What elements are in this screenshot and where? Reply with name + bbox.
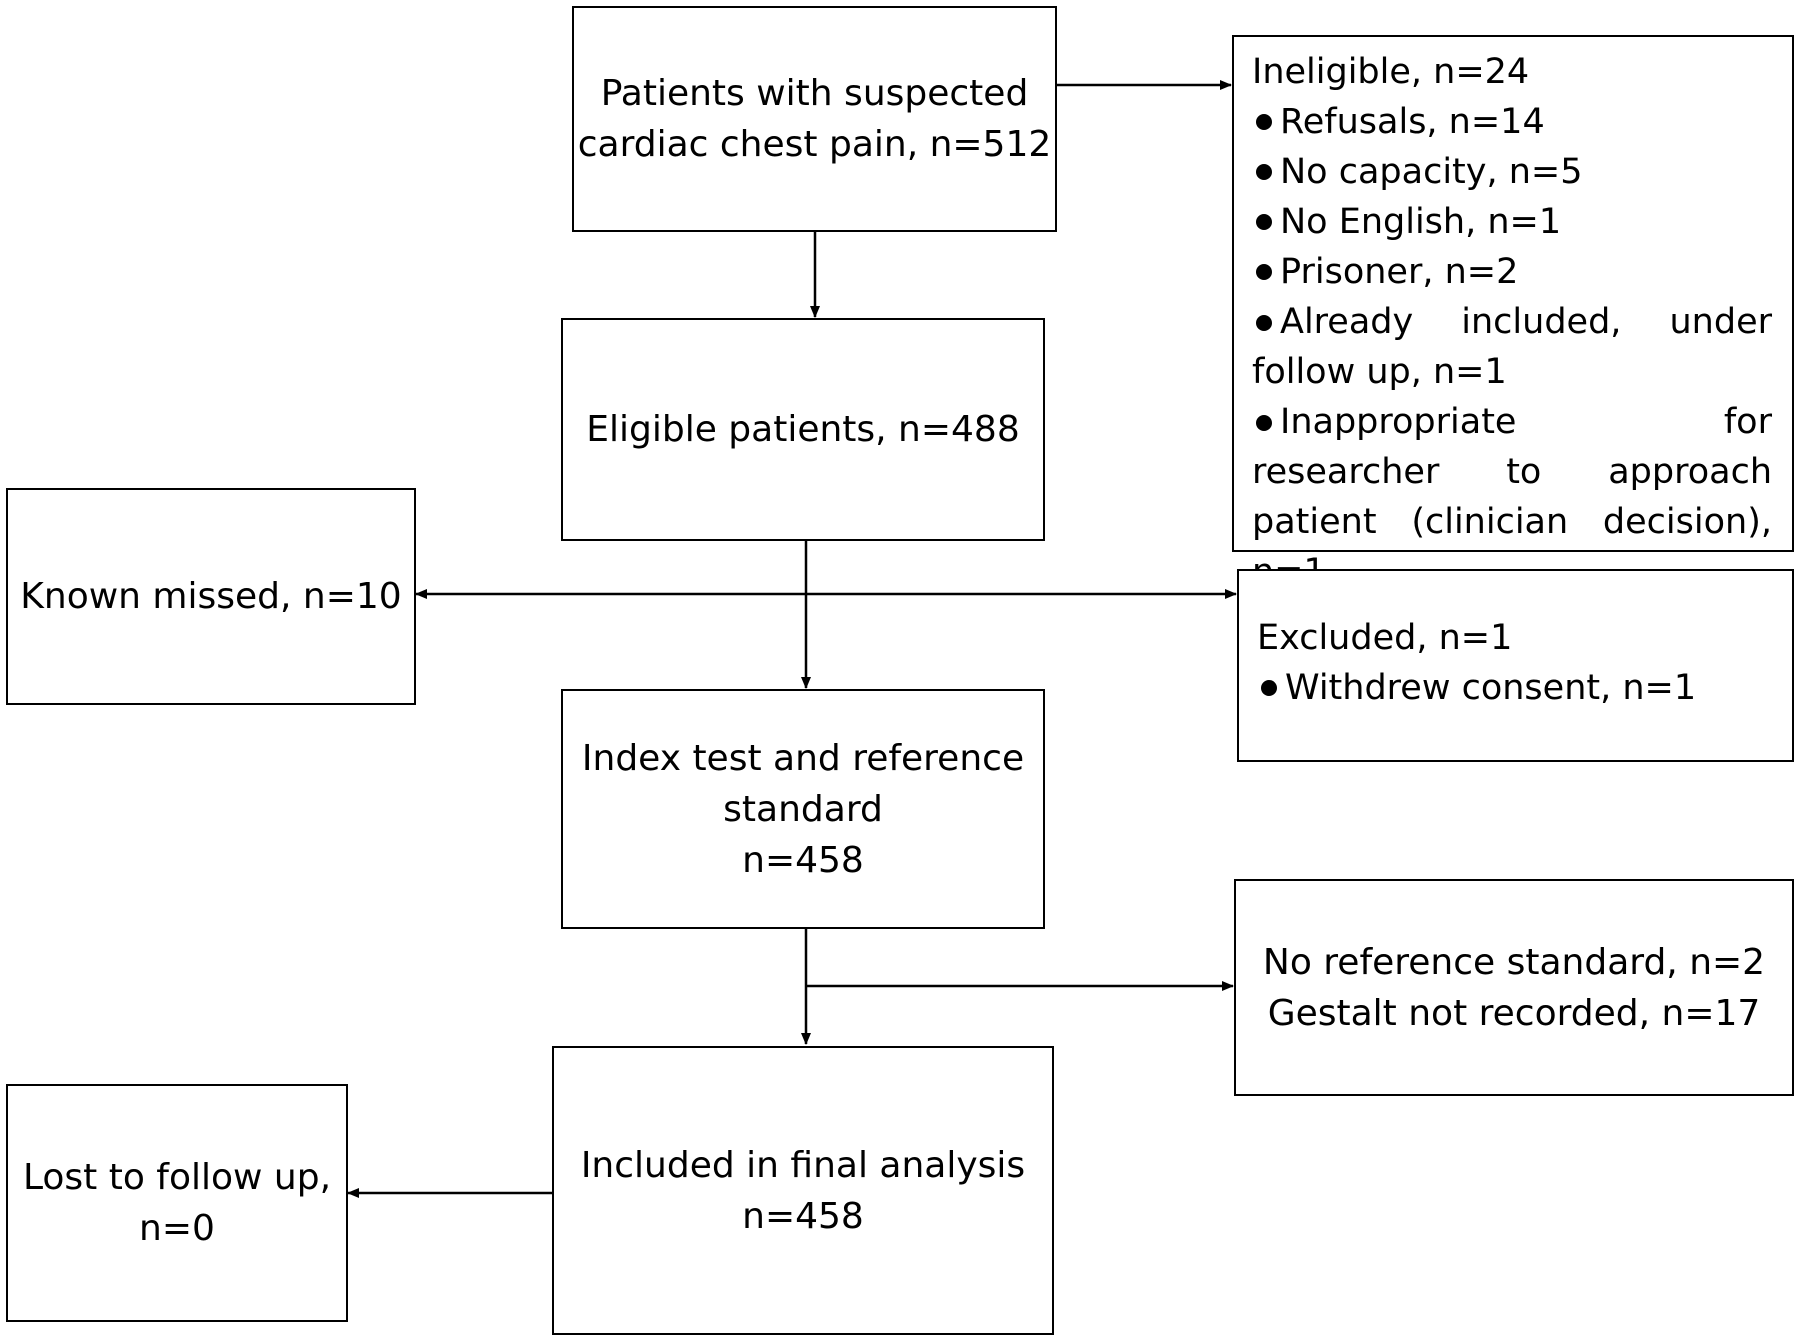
- eligible-line-1: Eligible patients, n=488: [586, 409, 1020, 450]
- excluded-item: Withdrew consent, n=1: [1257, 663, 1772, 713]
- ineligible-heading: Ineligible, n=24: [1252, 52, 1530, 92]
- ineligible-item-text: No capacity, n=5: [1280, 152, 1583, 192]
- screened-line-1: Patients with suspected: [600, 73, 1029, 114]
- bullet-icon: [1261, 680, 1277, 696]
- no-reference-line-2: Gestalt not recorded, n=17: [1267, 992, 1761, 1034]
- ineligible-item-text: Inappropriate for researcher to approach…: [1252, 402, 1772, 592]
- index-test-box: Index test and reference standard n=458: [561, 689, 1045, 929]
- final-analysis-box: Included in final analysis n=458: [552, 1046, 1054, 1335]
- bullet-icon: [1256, 114, 1272, 130]
- bullet-icon: [1256, 164, 1272, 180]
- bullet-icon: [1256, 415, 1272, 431]
- ineligible-item: Prisoner, n=2: [1252, 247, 1772, 297]
- eligible-patients-box: Eligible patients, n=488: [561, 318, 1045, 541]
- ineligible-item-text: Prisoner, n=2: [1280, 252, 1519, 292]
- ineligible-item: Already included, under follow up, n=1: [1252, 297, 1772, 397]
- ineligible-item: Refusals, n=14: [1252, 97, 1772, 147]
- lost-line-1: Lost to follow up,: [22, 1157, 332, 1198]
- screened-line-2: cardiac chest pain, n=512: [577, 124, 1052, 165]
- screened-patients-box: Patients with suspected cardiac chest pa…: [572, 6, 1057, 232]
- final-line-1: Included in final analysis: [580, 1144, 1026, 1186]
- ineligible-box: Ineligible, n=24 Refusals, n=14 No capac…: [1232, 35, 1794, 592]
- final-line-2: n=458: [742, 1195, 864, 1237]
- excluded-item-text: Withdrew consent, n=1: [1285, 668, 1697, 708]
- ineligible-item-text: Refusals, n=14: [1280, 102, 1545, 142]
- ineligible-item: No capacity, n=5: [1252, 147, 1772, 197]
- ineligible-item: No English, n=1: [1252, 197, 1772, 247]
- lost-to-follow-up-box: Lost to follow up, n=0: [6, 1084, 348, 1322]
- no-reference-line-1: No reference standard, n=2: [1262, 941, 1766, 983]
- lost-line-2: n=0: [139, 1208, 215, 1249]
- excluded-box: Excluded, n=1 Withdrew consent, n=1: [1237, 569, 1794, 762]
- known-missed-line-1: Known missed, n=10: [20, 576, 402, 617]
- bullet-icon: [1256, 214, 1272, 230]
- index-test-line-3: n=458: [742, 839, 864, 881]
- known-missed-box: Known missed, n=10: [6, 488, 416, 705]
- bullet-icon: [1256, 264, 1272, 280]
- bullet-icon: [1256, 315, 1272, 331]
- ineligible-item-text: Already included, under follow up, n=1: [1252, 302, 1772, 392]
- index-test-line-2: standard: [723, 788, 883, 830]
- ineligible-item: Inappropriate for researcher to approach…: [1252, 397, 1772, 597]
- no-reference-standard-box: No reference standard, n=2 Gestalt not r…: [1234, 879, 1794, 1096]
- ineligible-item-text: No English, n=1: [1280, 202, 1562, 242]
- index-test-line-1: Index test and reference: [581, 737, 1025, 779]
- excluded-heading: Excluded, n=1: [1257, 618, 1513, 658]
